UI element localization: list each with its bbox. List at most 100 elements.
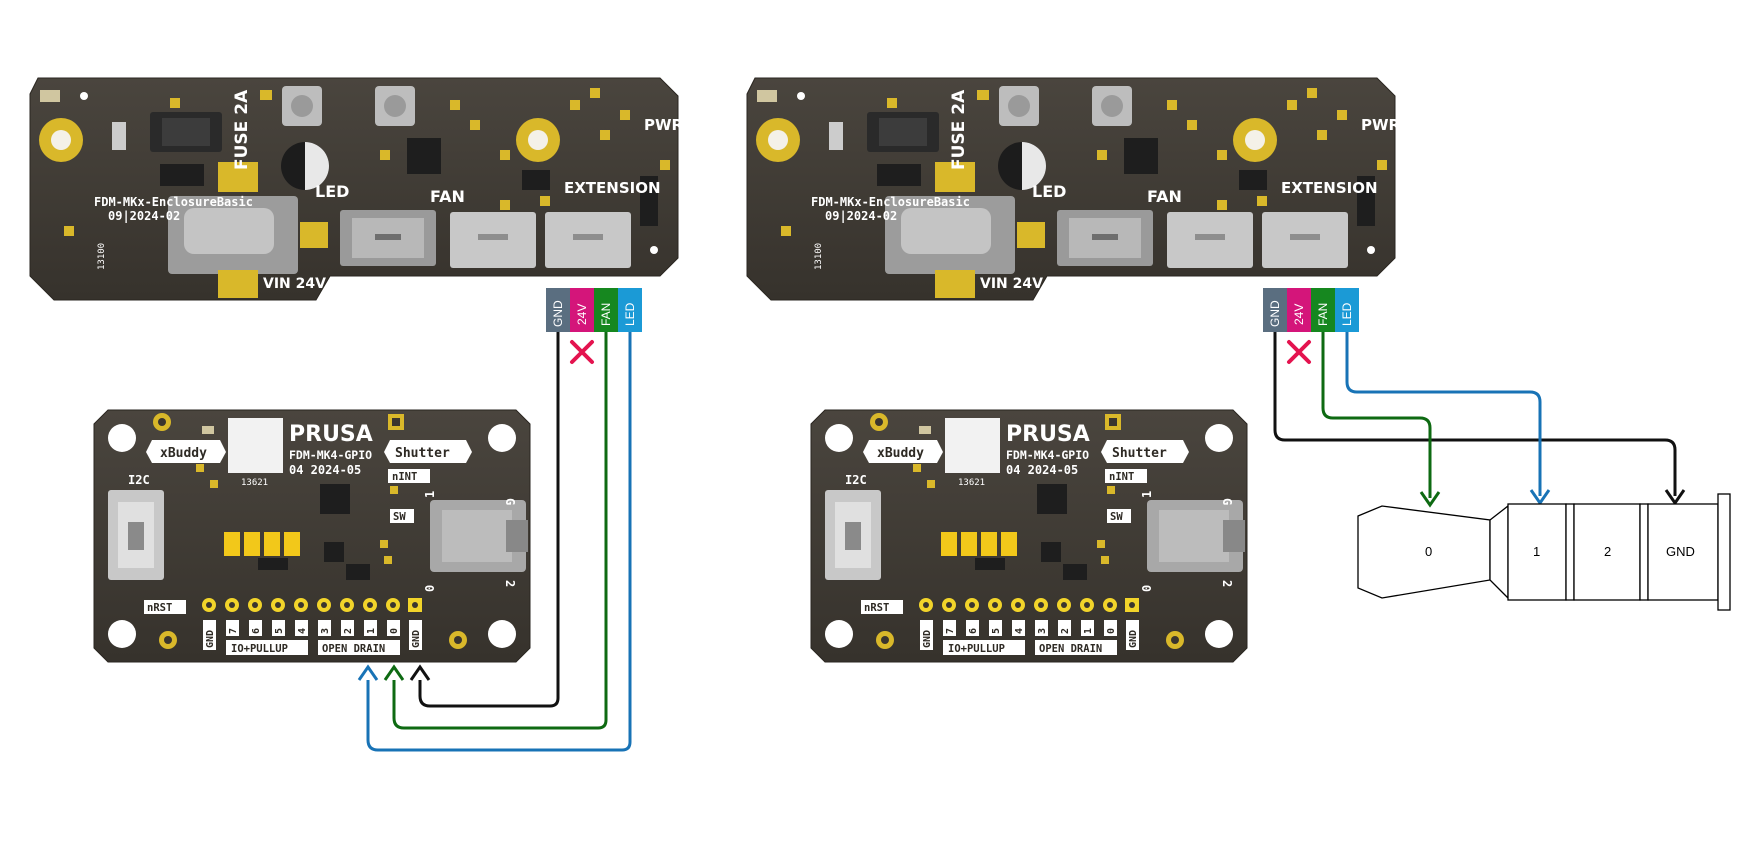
gpio-nrst-tag: nRST xyxy=(147,602,172,614)
plug-segment-2-body xyxy=(1573,503,1641,601)
gpio-shutter-tag: Shutter xyxy=(395,446,450,461)
wire-fan xyxy=(1321,332,1432,498)
jack-plug xyxy=(1357,493,1731,611)
wire-led xyxy=(366,332,632,752)
gpio-number: 13621 xyxy=(958,478,985,488)
gpio-pin-label: 6 xyxy=(968,628,979,634)
ext-revision: 09|2024-02 xyxy=(108,209,180,223)
gpio-pin-label: 0 xyxy=(1106,628,1117,634)
wire-fan xyxy=(392,332,608,730)
gpio-connector-pin-1: 1 xyxy=(1140,491,1154,498)
ext-fan-label: FAN xyxy=(1147,187,1182,206)
gpio-connector-pin-1: 1 xyxy=(423,491,437,498)
wire-fan-arrowhead xyxy=(383,664,405,681)
gpio-number: 13621 xyxy=(241,478,268,488)
ext-led-label: LED xyxy=(1032,182,1066,201)
plug-segment-label: 0 xyxy=(1425,544,1432,559)
tab-gnd xyxy=(1263,288,1287,332)
ext-extension-label: EXTENSION xyxy=(564,179,661,197)
plug-neck xyxy=(1489,504,1509,600)
gpio-pin-label: 4 xyxy=(1014,628,1025,634)
gpio-brand: PRUSA xyxy=(1006,422,1090,447)
plug-segment-1-body xyxy=(1507,503,1567,601)
gpio-part-name: FDM-MK4-GPIO xyxy=(289,448,372,462)
gpio-brand: PRUSA xyxy=(289,422,373,447)
gpio-part-name: FDM-MK4-GPIO xyxy=(1006,448,1089,462)
ext-fan-label: FAN xyxy=(430,187,465,206)
ext-fuse-label: FUSE 2A xyxy=(949,89,969,170)
gpio-side-pin-2: 2 xyxy=(1220,580,1234,587)
tab-label: GND xyxy=(551,300,565,327)
gpio-side-pin-2: 2 xyxy=(503,580,517,587)
plug-end-cap xyxy=(1717,493,1731,611)
gpio-pin-label: GND xyxy=(922,630,933,648)
ext-extension-label: EXTENSION xyxy=(1281,179,1378,197)
wire-gnd xyxy=(1273,332,1677,496)
gpio-i2c-label: I2C xyxy=(128,473,150,487)
gpio-pin-label: 0 xyxy=(389,628,400,634)
wire-led-arrowhead xyxy=(1529,489,1551,506)
ext-pwr-label: PWR xyxy=(644,116,684,134)
gpio-pin-label: 7 xyxy=(945,628,956,634)
wire-gnd-arrowhead xyxy=(1664,489,1686,506)
cable-tabs-left: GND 24V FAN LED xyxy=(546,288,642,332)
gpio-pin-label: 1 xyxy=(366,628,377,634)
no-connect-cross-left xyxy=(570,340,594,364)
tab-label: LED xyxy=(1340,302,1354,326)
gpio-pin-label: 3 xyxy=(1037,628,1048,634)
gpio-xbuddy-tag: xBuddy xyxy=(160,446,207,461)
gpio-pin-label: 5 xyxy=(991,628,1002,634)
gpio-xbuddy-tag: xBuddy xyxy=(877,446,924,461)
gpio-pin-label: GND xyxy=(1128,630,1139,648)
plug-segment-label: GND xyxy=(1666,544,1695,559)
cable-tabs-right: GND 24V FAN LED xyxy=(1263,288,1359,332)
tab-label: FAN xyxy=(599,303,613,326)
gpio-nint-tag: nINT xyxy=(1109,471,1134,483)
gpio-revision: 04 2024-05 xyxy=(1006,463,1078,477)
gpio-shutter-tag: Shutter xyxy=(1112,446,1167,461)
tab-fan xyxy=(1311,288,1335,332)
ext-fuse-label: FUSE 2A xyxy=(232,89,252,170)
wire-fan-arrowhead xyxy=(1419,491,1441,508)
gpio-nint-tag: nINT xyxy=(392,471,417,483)
gpio-io-pullup-label: IO+PULLUP xyxy=(948,643,1005,655)
ext-revision: 09|2024-02 xyxy=(825,209,897,223)
extension-board-silkscreen: FDM-MKx-EnclosureBasic 09|2024-02 13100 … xyxy=(811,89,1401,292)
plug-segment-label: 2 xyxy=(1604,544,1611,559)
gpio-sw-tag: SW xyxy=(1110,511,1123,523)
gpio-pin-label: 1 xyxy=(1083,628,1094,634)
gpio-pin-label: GND xyxy=(205,630,216,648)
tab-led xyxy=(618,288,642,332)
ext-led-label: LED xyxy=(315,182,349,201)
wiring-right: FDM-MKx-EnclosureBasic 09|2024-02 13100 … xyxy=(746,77,1731,663)
gpio-open-drain-label: OPEN DRAIN xyxy=(1039,643,1102,655)
gpio-pin-label: 2 xyxy=(343,628,354,634)
ext-vin-label: VIN 24V xyxy=(263,276,326,292)
wire-gnd xyxy=(418,332,560,708)
gpio-io-pullup-label: IO+PULLUP xyxy=(231,643,288,655)
tab-label: 24V xyxy=(575,304,589,325)
ext-pwr-label: PWR xyxy=(1361,116,1401,134)
tab-led xyxy=(1335,288,1359,332)
wire-led xyxy=(1345,332,1542,496)
gpio-nrst-tag: nRST xyxy=(864,602,889,614)
wire-gnd-arrowhead xyxy=(409,664,431,681)
tab-label: GND xyxy=(1268,300,1282,327)
gpio-pin-label: 2 xyxy=(1060,628,1071,634)
tab-24v xyxy=(570,288,594,332)
tab-gnd xyxy=(546,288,570,332)
gpio-pin-label: 6 xyxy=(251,628,262,634)
gpio-board-silkscreen: PRUSA FDM-MK4-GPIO 04 2024-05 13621 xBud… xyxy=(128,422,517,655)
ext-part-name: FDM-MKx-EnclosureBasic xyxy=(811,195,970,209)
gpio-side-pin-0: 0 xyxy=(1140,585,1154,592)
tab-fan xyxy=(594,288,618,332)
tab-label: LED xyxy=(623,302,637,326)
gpio-i2c-label: I2C xyxy=(845,473,867,487)
plug-ring-separator xyxy=(1565,503,1575,601)
plug-segment-0-body xyxy=(1357,505,1491,599)
gpio-sw-tag: SW xyxy=(393,511,406,523)
plug-segment-label: 1 xyxy=(1533,544,1540,559)
tab-24v xyxy=(1287,288,1311,332)
gpio-connector-pin-g: G xyxy=(503,498,517,505)
